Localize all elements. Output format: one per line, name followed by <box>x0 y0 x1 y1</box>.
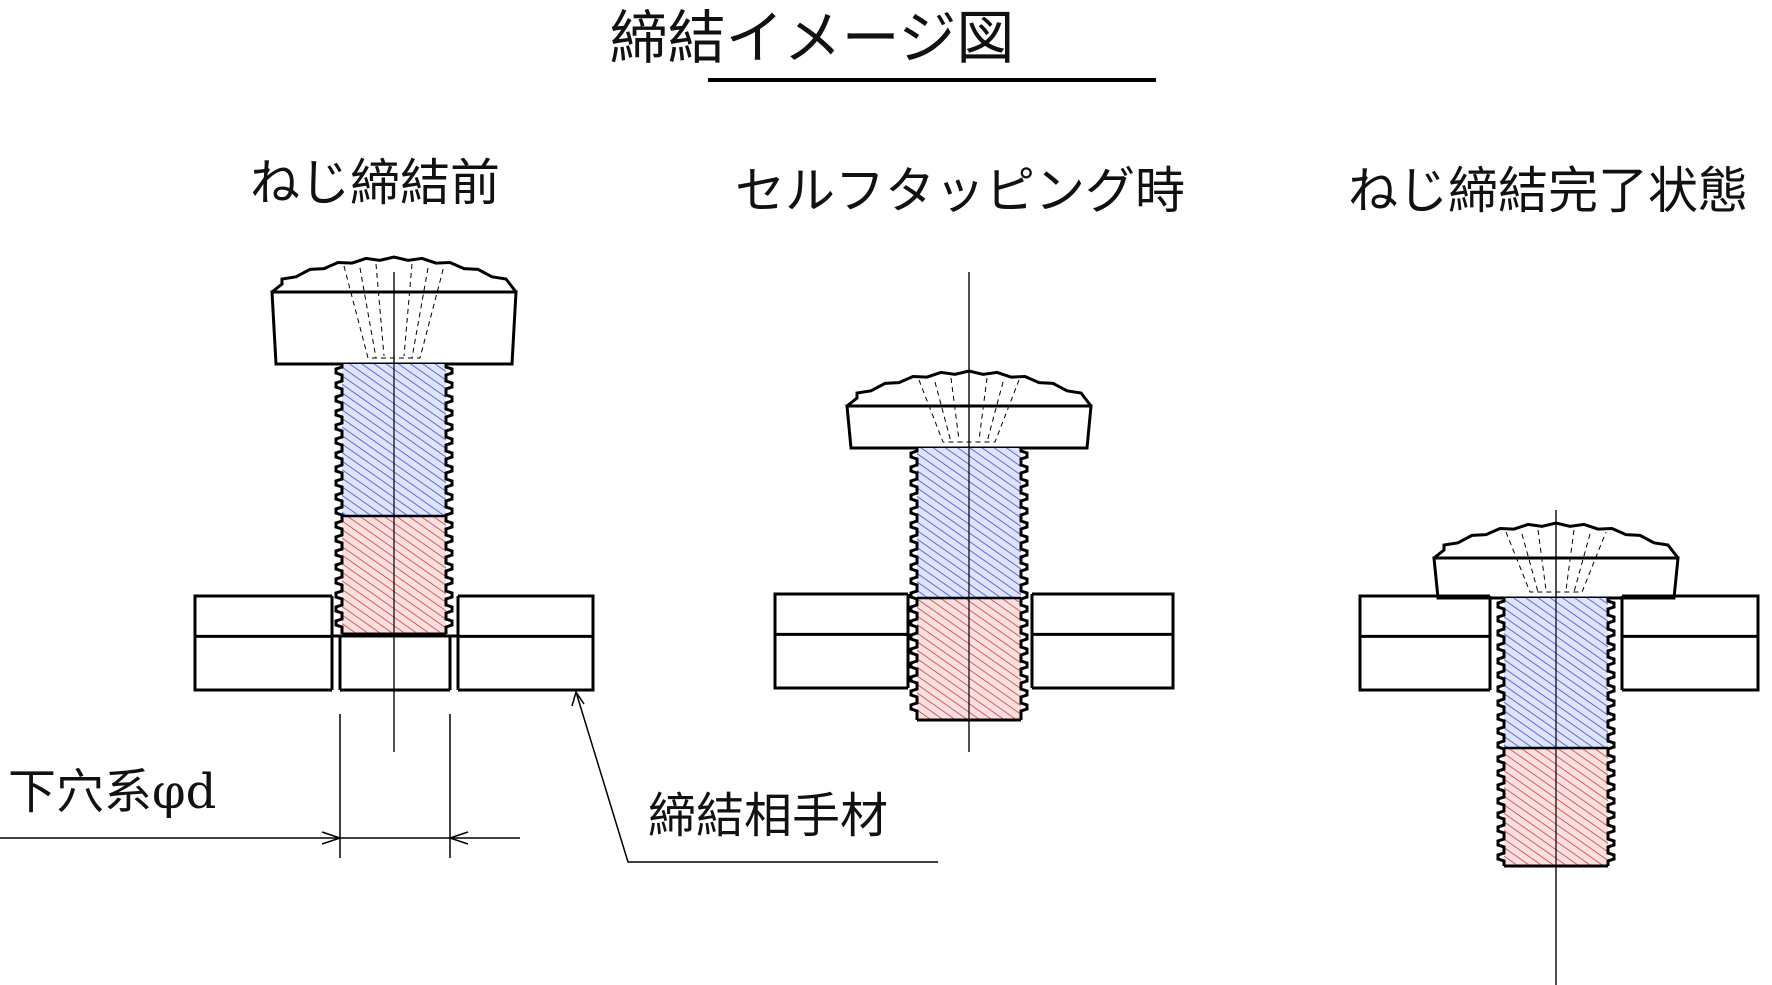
hole-diameter-dimension <box>0 714 520 858</box>
recess-line <box>950 377 960 441</box>
recess-line <box>359 267 377 359</box>
recess-line <box>1565 529 1575 591</box>
plate <box>193 594 595 692</box>
plate-right-outline <box>1032 592 1175 690</box>
screw-head-dome <box>846 369 1093 408</box>
mating-material-label: 締結相手材 <box>648 788 888 844</box>
thread-left <box>334 364 344 634</box>
recess-line <box>411 267 429 359</box>
recess-line <box>1573 533 1591 593</box>
hole-diameter-label: 下穴系φd <box>8 764 216 820</box>
screw-head <box>1432 556 1680 600</box>
thread-right <box>1019 448 1029 720</box>
recess-line <box>1521 533 1539 593</box>
plate <box>773 592 1175 690</box>
stage-label-tapping: セルフタッピング時 <box>735 162 1185 220</box>
thread-right <box>1606 598 1616 866</box>
plate-right-outline <box>458 594 595 692</box>
stage-label-complete: ねじ締結完了状態 <box>1348 162 1748 220</box>
screw-self-tapping <box>845 272 1093 752</box>
recess-line <box>986 381 1004 443</box>
mating-material-plates <box>193 592 1760 692</box>
plate-left-outline <box>193 594 332 692</box>
recess-line <box>1537 529 1547 591</box>
plate-left-outline <box>773 592 908 690</box>
screw-fastening-complete <box>1432 510 1680 985</box>
plate-right-outline <box>1622 594 1760 692</box>
plate <box>1358 594 1760 692</box>
recess-line <box>934 381 952 443</box>
recess-line <box>403 263 413 357</box>
screw-head-dome <box>271 255 518 294</box>
screw-before-fastening <box>270 255 518 752</box>
recess-line <box>375 263 385 357</box>
thread-left <box>1496 598 1506 866</box>
screw-head <box>270 290 518 366</box>
screw-head <box>845 404 1093 450</box>
recess-line <box>978 377 988 441</box>
screw-head-dome <box>1433 521 1680 560</box>
plate-left-outline <box>1358 594 1490 692</box>
mating-material-leader <box>571 690 938 863</box>
thread-left <box>909 448 919 720</box>
thread-right <box>444 364 454 634</box>
diagram-title: 締結イメージ図 <box>610 4 1015 72</box>
stage-label-before: ねじ締結前 <box>250 154 500 212</box>
